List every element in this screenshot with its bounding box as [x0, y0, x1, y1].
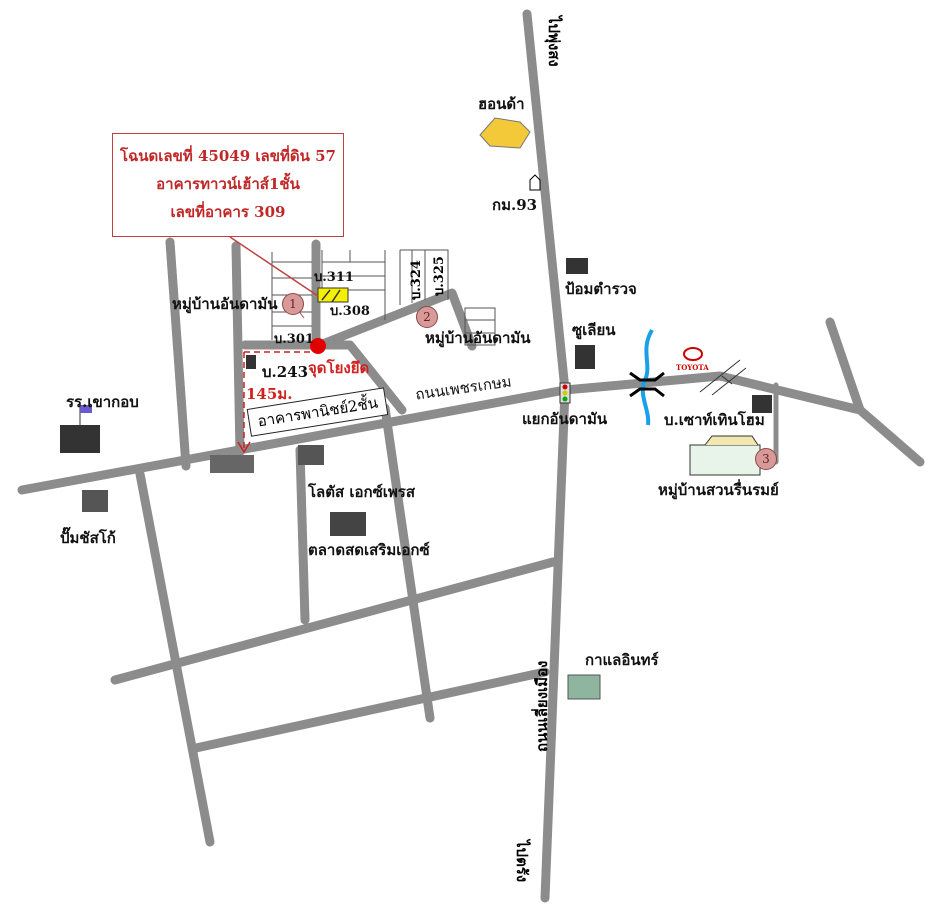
distance-line: [243, 351, 316, 452]
traffic-light-icon: [559, 382, 571, 404]
kalin-icon: [567, 674, 601, 700]
building-type: อาคารทาวน์เฮ้าส์1ชั้น: [156, 175, 300, 193]
label-village-1: หมู่บ้านอันดามัน: [172, 295, 278, 313]
label-km93: กม.93: [492, 196, 538, 214]
gas-station-icon: [82, 490, 108, 512]
road-south-2: [295, 445, 310, 625]
lotus-icon: [298, 445, 324, 465]
label-to-trang: ไปตรัง: [513, 840, 531, 883]
label-road-liang-mueang: ถนนเลี่ยงเมือง: [533, 660, 551, 752]
label-distance: 145ม.: [246, 385, 293, 403]
bridge-icon: [629, 371, 665, 398]
building-number: เลขที่อาคาร 309: [170, 203, 286, 221]
label-junction: แยกอันดามัน: [522, 410, 608, 428]
school-icon: [60, 405, 100, 453]
label-village-2: หมู่บ้านอันดามัน: [425, 329, 531, 347]
road-left-1: [165, 237, 191, 471]
plot-324: บ.324: [409, 260, 424, 300]
label-to-phung-song: ไปพุ่งสง: [545, 16, 563, 67]
marker-2: 2: [416, 306, 438, 328]
label-toyota: TOYOTA: [676, 363, 709, 372]
plot-243: บ.243: [262, 363, 309, 381]
office-icon: [752, 395, 772, 413]
taxi-icon: [479, 117, 531, 149]
label-school: รร.เขากอบ: [66, 393, 139, 411]
label-village-3: หมู่บ้านสวนรื่นรมย์: [658, 481, 779, 499]
road-branch-ne: [825, 317, 865, 415]
label-lotus: โลตัส เอกซ์เพรส: [308, 483, 415, 501]
landmark-marker: [310, 338, 326, 354]
label-market: ตลาดสดเสริมเอกซ์: [308, 541, 430, 559]
label-zulian: ซูเลียน: [572, 321, 616, 339]
plot-308: บ.308: [330, 304, 370, 319]
road-south-3: [380, 403, 435, 723]
rail-crossing-icon: [699, 359, 747, 396]
label-kalin: กาแลอินทร์: [585, 651, 659, 669]
building-icon: [575, 345, 595, 369]
plot-301: บ.301: [274, 332, 314, 347]
deed-number: โฉนดเลขที่ 45049 เลขที่ดิน 57: [120, 147, 336, 165]
river: [640, 328, 654, 426]
road-left-2: [231, 241, 245, 457]
police-box-icon: [566, 258, 588, 274]
label-honda: ฮอนด้า: [478, 95, 525, 113]
label-landmark: จุดโยงยึด: [308, 359, 370, 377]
label-police: ป้อมตำรวจ: [565, 280, 637, 298]
label-south-home: บ.เซาท์เทินโฮม: [664, 411, 765, 429]
toyota-logo-icon: [683, 347, 703, 361]
road-bypass: [522, 9, 570, 903]
townhouse-icon: [210, 455, 254, 473]
market-icon: [330, 512, 366, 536]
marker-1: 1: [282, 293, 304, 315]
village-3-icon: [689, 435, 761, 476]
building-243-icon: [246, 355, 256, 369]
marker-3: 3: [755, 448, 777, 470]
plot-311: บ.311: [314, 270, 354, 285]
subject-plot-highlight: [317, 287, 349, 303]
label-gas-station: ปั๊มชัสโก้: [60, 529, 116, 547]
property-callout: โฉนดเลขที่ 45049 เลขที่ดิน 57 อาคารทาวน์…: [112, 133, 344, 237]
callout-pointer: [229, 236, 319, 297]
milestone-icon: [529, 174, 541, 191]
road-cross-1: [110, 557, 558, 685]
plot-325: บ.325: [432, 256, 447, 296]
road-south-1: [135, 469, 215, 847]
road-cross-2: [191, 667, 550, 753]
